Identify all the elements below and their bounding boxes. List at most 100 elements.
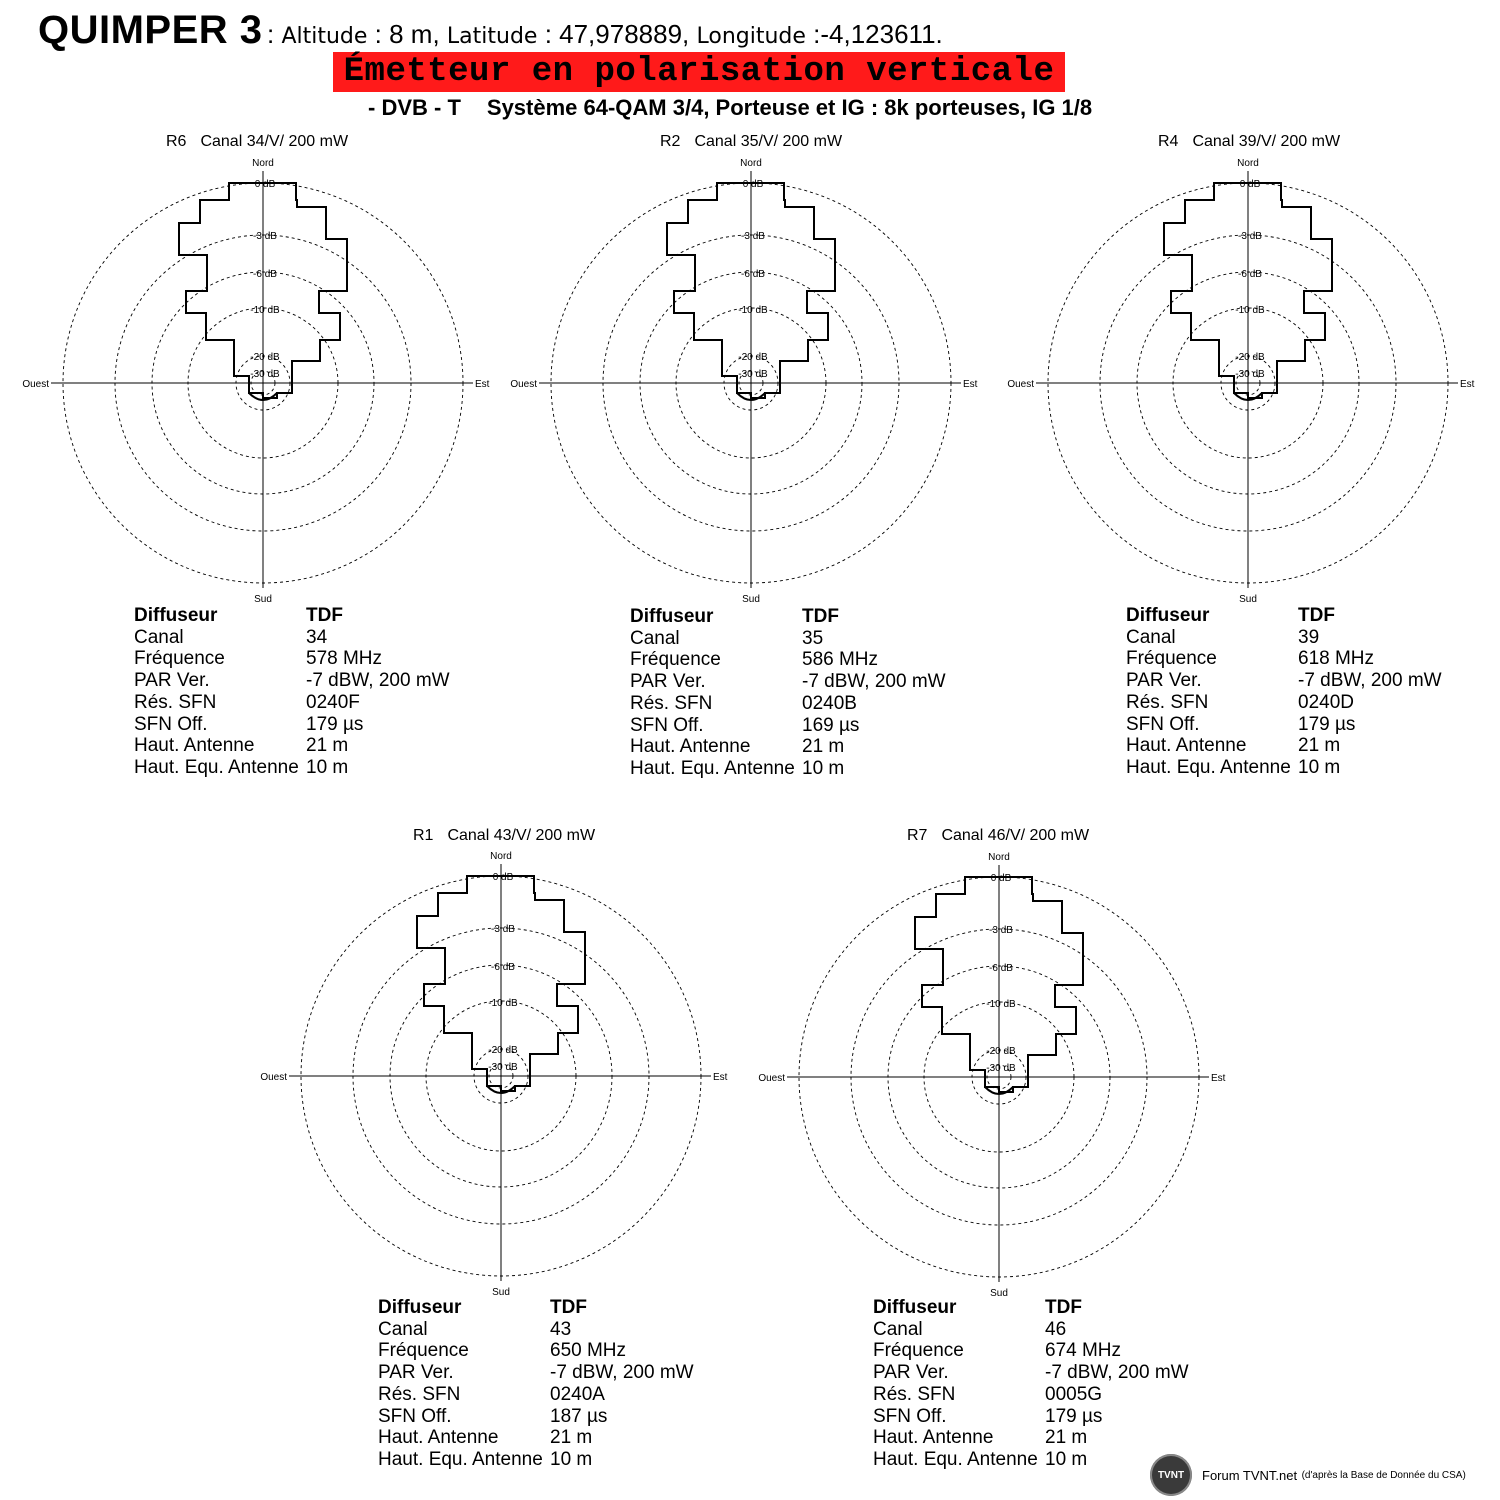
param-value: 10 m <box>1298 756 1341 778</box>
tvnt-logo: TVNT <box>1150 1454 1192 1496</box>
tx-id: R7 <box>907 827 928 844</box>
db-ring-label: -3 dB <box>741 231 765 242</box>
param-value: 179 µs <box>306 713 364 735</box>
param-row: Rés. SFN 0240B <box>630 693 946 715</box>
param-key: PAR Ver. <box>134 670 210 692</box>
param-value: 21 m <box>306 735 349 757</box>
param-key: Diffuseur <box>378 1297 462 1318</box>
db-ring-label: 0 dB <box>1240 179 1261 190</box>
param-row: Fréquence 586 MHz <box>630 649 946 671</box>
db-ring-label: -20 dB <box>986 1046 1016 1057</box>
db-ring-label: -10 dB <box>986 999 1016 1010</box>
radiation-pattern-tail <box>736 392 766 401</box>
param-row: SFN Off.187 µs <box>378 1406 694 1428</box>
param-value: 0240B <box>802 692 857 714</box>
east-label: Est <box>1460 379 1475 390</box>
param-value: TDF <box>550 1297 587 1318</box>
param-key: Haut. Equ. Antenne <box>630 757 795 779</box>
param-key: Diffuseur <box>873 1297 957 1318</box>
param-key: Canal <box>378 1318 428 1340</box>
param-value: -7 dBW, 200 mW <box>1045 1362 1189 1384</box>
north-label: Nord <box>740 158 762 169</box>
param-value: 0240F <box>306 691 360 713</box>
param-key: Fréquence <box>1126 648 1217 670</box>
north-label: Nord <box>1237 158 1259 169</box>
param-value: 10 m <box>550 1448 593 1470</box>
radiation-pattern-tail <box>486 1085 516 1094</box>
system-details: Système 64-QAM 3/4, Porteuse et IG : 8k … <box>486 95 1093 120</box>
param-key: Fréquence <box>630 649 721 671</box>
tx-channel-title: Canal 35/V/ 200 mW <box>694 133 843 150</box>
south-label: Sud <box>742 594 760 605</box>
param-value: 179 µs <box>1045 1405 1103 1427</box>
param-value: 39 <box>1298 626 1320 648</box>
db-ring-label: -30 dB <box>1235 369 1265 380</box>
db-ring-label: -10 dB <box>738 305 768 316</box>
param-key: Haut. Antenne <box>630 736 751 758</box>
db-ring-label: -6 dB <box>491 962 515 973</box>
param-key: Haut. Equ. Antenne <box>378 1448 543 1470</box>
altitude-label: Altitude <box>281 24 368 49</box>
longitude-label: Longitude <box>696 24 806 49</box>
param-value: 586 MHz <box>802 649 879 671</box>
west-label: Ouest <box>22 379 49 390</box>
param-key: Haut. Antenne <box>134 735 255 757</box>
param-value: 0240D <box>1298 691 1354 713</box>
page-header: QUIMPER 3 : Altitude : 8 m, Latitude : 4… <box>38 8 943 53</box>
db-ring-label: -30 dB <box>250 369 280 380</box>
param-row: Rés. SFN 0240F <box>134 692 450 714</box>
param-key: PAR Ver. <box>873 1362 949 1384</box>
db-ring-label: -30 dB <box>986 1063 1016 1074</box>
param-value: TDF <box>1298 605 1335 626</box>
param-value: 10 m <box>802 757 845 779</box>
latitude-value: 47,978889 <box>559 19 683 49</box>
param-key: PAR Ver. <box>1126 670 1202 692</box>
db-ring-label: -6 dB <box>1238 269 1262 280</box>
param-row: Diffuseur TDF <box>378 1297 694 1319</box>
param-key: Diffuseur <box>1126 605 1210 626</box>
param-key: Rés. SFN <box>1126 691 1209 713</box>
param-key: SFN Off. <box>873 1405 947 1427</box>
param-value: 650 MHz <box>550 1340 627 1362</box>
param-value: 21 m <box>1298 735 1341 757</box>
param-value: 35 <box>802 627 824 649</box>
param-key: Haut. Equ. Antenne <box>134 756 299 778</box>
north-label: Nord <box>988 852 1010 863</box>
param-key: Rés. SFN <box>630 692 713 714</box>
param-key: Diffuseur <box>134 605 218 626</box>
db-ring-label: -10 dB <box>250 305 280 316</box>
db-ring-label: -20 dB <box>1235 352 1265 363</box>
param-value: -7 dBW, 200 mW <box>1298 670 1442 692</box>
south-label: Sud <box>990 1288 1008 1299</box>
param-value: -7 dBW, 200 mW <box>802 671 946 693</box>
param-value: 10 m <box>1045 1448 1088 1470</box>
tx-id: R6 <box>166 133 187 150</box>
db-ring-label: 0 dB <box>991 873 1012 884</box>
param-key: PAR Ver. <box>378 1362 454 1384</box>
west-label: Ouest <box>1007 379 1034 390</box>
db-ring-label: -3 dB <box>1238 231 1262 242</box>
param-key: Rés. SFN <box>134 691 217 713</box>
